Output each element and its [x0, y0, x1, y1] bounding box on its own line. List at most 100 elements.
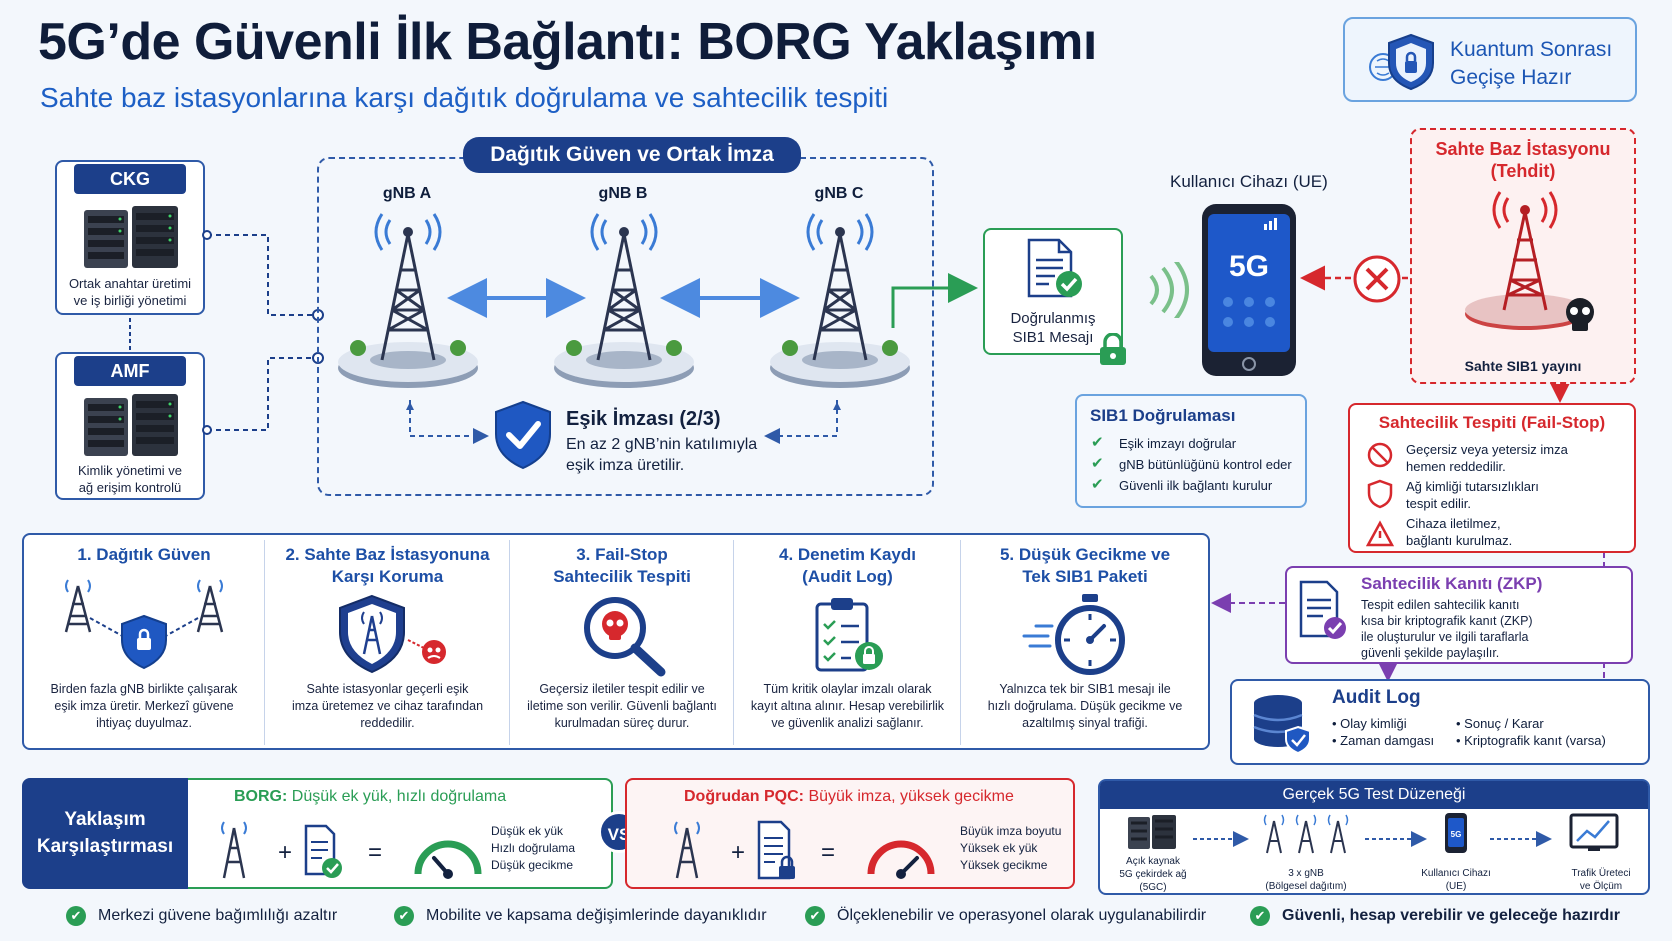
- comparison-label-block: Yaklaşım Karşılaştırması: [22, 778, 188, 889]
- audit-item: • Zaman damgası: [1332, 733, 1435, 748]
- audit-log-title: Audit Log: [1332, 687, 1421, 708]
- smartphone-icon: 5G: [1202, 204, 1296, 376]
- amf-box: AMF Kimlik yönetimi ve ağ erişim kontrol…: [55, 352, 205, 500]
- benefit-item: ✔Ölçeklenebilir ve operasyonel olarak uy…: [805, 906, 1206, 926]
- feature-distributed-trust: 1. Dağıtık Güven Birden fazla gNB birlik…: [50, 545, 238, 730]
- sib1-check-item: ✔gNB bütünlüğünü kontrol eder: [1091, 455, 1292, 472]
- sib1-check-item: ✔Güvenli ilk bağlantı kurulur: [1091, 476, 1273, 493]
- phone-screen-text: 5G: [1229, 250, 1269, 283]
- borg-headline: BORG: Düşük ek yük, hızlı doğrulama: [234, 788, 507, 805]
- benefit-item: ✔Mobilite ve kapsama değişimlerinde daya…: [394, 906, 767, 926]
- trust-panel-title: Dağıtık Güven ve Ortak İmza: [463, 137, 801, 173]
- amf-label: AMF: [74, 356, 186, 386]
- gauge-low-icon: [414, 840, 482, 875]
- skull-icon: [1566, 298, 1594, 331]
- sib1-verification-box: SIB1 Doğrulaması ✔Eşik imzayı doğrular ✔…: [1075, 394, 1307, 508]
- fake-title-1: Sahte Baz İstasyonu: [1435, 139, 1611, 159]
- document-check-icon: [1027, 238, 1082, 298]
- audit-item: • Sonuç / Karar: [1456, 716, 1544, 731]
- stopwatch-icon: [1022, 594, 1125, 675]
- borg-formula-icons: + =: [221, 821, 482, 879]
- borg-comparison-panel: BORG: Düşük ek yük, hızlı doğrulama + = …: [188, 778, 613, 889]
- audit-log-box: Audit Log • Olay kimliği • Zaman damgası…: [1230, 679, 1650, 765]
- fraud-item-3: Cihaza iletilmez,bağlantı kurulmaz.: [1406, 516, 1513, 548]
- tower-icon: [222, 827, 246, 879]
- lock-icon: [1100, 333, 1126, 365]
- comparison-label-1: Yaklaşım: [64, 809, 146, 830]
- ckg-label: CKG: [74, 164, 186, 194]
- ckg-desc-2: ve iş birliği yönetimi: [73, 293, 187, 308]
- audit-item: • Olay kimliği: [1332, 716, 1407, 731]
- svg-text:5G: 5G: [1451, 830, 1462, 839]
- feature-audit-log: 4. Denetim Kaydı(Audit Log) Tüm kritik o…: [750, 545, 945, 730]
- phone-icon: 5G: [1445, 813, 1467, 853]
- fraud-detection-box: Sahtecilik Tespiti (Fail-Stop) Geçersiz …: [1348, 403, 1636, 553]
- server-rack-icon: [84, 394, 178, 456]
- gnb-a-tower-icon: [338, 213, 478, 388]
- gnb-c-tower-icon: [770, 213, 910, 388]
- fake-base-station-panel: Sahte Baz İstasyonu (Tehdit) Sahte SIB1 …: [1410, 128, 1636, 384]
- amf-desc-2: ağ erişim kontrolü: [78, 480, 182, 495]
- badge-line-2: Geçişe Hazır: [1450, 66, 1572, 89]
- threshold-line-1: En az 2 gNB’nin katılımıyla: [566, 436, 758, 453]
- proof-document-icon: [1299, 580, 1346, 639]
- page-subtitle: Sahte baz istasyonlarına karşı dağıtık d…: [40, 82, 889, 113]
- ckg-box: CKG Ortak anahtar üretimi ve iş birliği …: [55, 160, 205, 315]
- gnb-c-label: gNB C: [814, 185, 864, 202]
- pqc-formula-icons: + =: [674, 820, 935, 880]
- pqc-comparison-panel: Doğrudan PQC: Büyük imza, yüksek gecikme…: [625, 778, 1075, 889]
- shield-alert-icon: [1367, 479, 1393, 509]
- zkp-title: Sahtecilik Kanıtı (ZKP): [1361, 574, 1543, 593]
- testbed-node-gnb: 3 x gNB(Bölgesel dağıtım): [1265, 868, 1347, 892]
- check-circle-icon: ✔: [1250, 906, 1270, 926]
- server-icon: [1128, 815, 1176, 849]
- sib1-msg-line-2: SIB1 Mesajı: [1012, 329, 1094, 346]
- shield-tower-icon: [339, 594, 446, 674]
- amf-desc-1: Kimlik yönetimi ve: [77, 463, 183, 478]
- check-circle-icon: ✔: [805, 906, 825, 926]
- check-icon: ✔: [1091, 455, 1104, 472]
- database-shield-icon: [1253, 695, 1311, 755]
- gnb-b-label: gNB B: [598, 185, 648, 202]
- pqc-headline: Doğrudan PQC: Büyük imza, yüksek gecikme: [684, 788, 1014, 805]
- check-icon: ✔: [1091, 476, 1104, 493]
- threshold-line-2: eşik imza üretilir.: [566, 457, 685, 474]
- fake-title-2: (Tehdit): [1490, 161, 1556, 181]
- shield-check-icon: [495, 400, 551, 470]
- svg-text:=: =: [368, 839, 382, 866]
- svg-text:+: +: [278, 839, 292, 866]
- sib1-check-item: ✔Eşik imzayı doğrular: [1091, 434, 1237, 451]
- warning-icon: [1366, 520, 1395, 547]
- server-rack-icon: [84, 206, 178, 268]
- svg-text:=: =: [821, 839, 835, 866]
- quantum-shield-icon: [1369, 33, 1434, 91]
- fraud-detection-icons: [1366, 442, 1395, 547]
- fraud-detection-title: Sahtecilik Tespiti (Fail-Stop): [1378, 413, 1606, 432]
- threshold-title: Eşik İmzası (2/3): [566, 408, 721, 430]
- sib1-msg-line-1: Doğrulanmış: [1010, 310, 1096, 327]
- three-towers-icon: [1266, 820, 1346, 854]
- verified-sib1-message-box: Doğrulanmış SIB1 Mesajı: [983, 228, 1126, 365]
- ckg-desc-1: Ortak anahtar üretimi: [68, 276, 192, 291]
- distributed-towers-icon: [64, 579, 224, 670]
- badge-line-1: Kuantum Sonrası: [1450, 38, 1613, 61]
- fake-broadcast-label: Sahte SIB1 yayını: [1464, 358, 1582, 374]
- audit-item: • Kriptografik kanıt (varsa): [1456, 733, 1606, 748]
- magnifier-skull-icon: [584, 597, 666, 677]
- testbed-title: Gerçek 5G Test Düzeneği: [1100, 781, 1648, 809]
- post-quantum-badge: Kuantum Sonrası Geçişe Hazır: [1343, 17, 1637, 102]
- gnb-a-label: gNB A: [382, 185, 432, 202]
- testbed-diagram: 5G: [1128, 813, 1619, 854]
- check-icon: ✔: [1091, 434, 1104, 451]
- check-circle-icon: ✔: [394, 906, 414, 926]
- testbed-node-ue: Kullanıcı Cihazı(UE): [1421, 868, 1491, 892]
